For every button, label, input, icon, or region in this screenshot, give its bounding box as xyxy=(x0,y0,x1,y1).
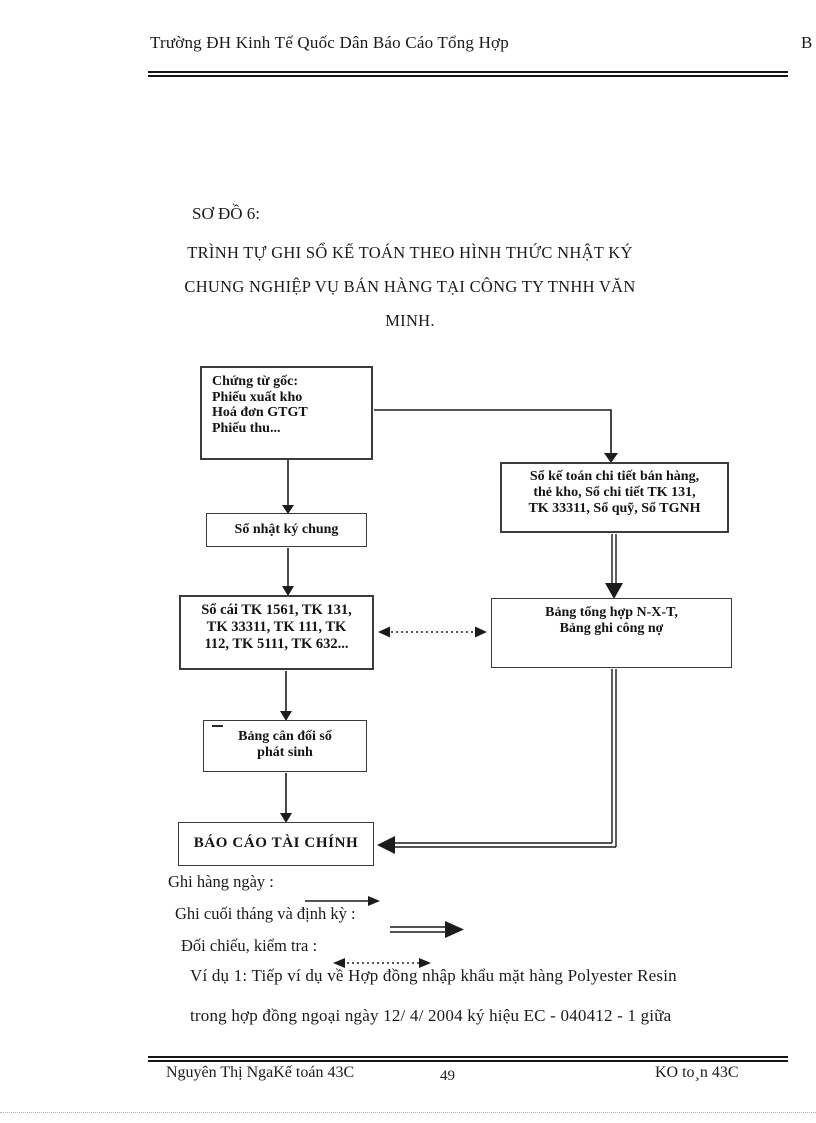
arrow-candoi-to-baocao xyxy=(280,773,292,823)
diagram-title-line2: CHUNG NGHIỆP VỤ BÁN HÀNG TẠI CÔNG TY TNH… xyxy=(184,277,636,296)
bottom-dotted-separator xyxy=(0,1112,816,1113)
footer-rule xyxy=(148,1056,788,1062)
box-line: thẻ kho, Sổ chi tiết TK 131, xyxy=(533,485,696,500)
body-paragraph-line2: trong hợp đồng ngoại ngày 12/ 4/ 2004 ký… xyxy=(190,1006,672,1025)
header-title: Trường ĐH Kinh Tế Quốc Dân Báo Cáo Tổng … xyxy=(150,33,509,52)
arrow-chungtu-to-nhatky xyxy=(282,460,294,514)
arrow-socai-tonghop-dotted xyxy=(378,626,487,638)
footer-author: Nguyên Thị NgaKế toán 43C xyxy=(166,1064,355,1081)
box-line: phát sinh xyxy=(257,745,313,760)
diagram-title-line1: TRÌNH TỰ GHI SỔ KẾ TOÁN THEO HÌNH THỨC N… xyxy=(187,243,633,262)
box-line: Chứng từ gốc: xyxy=(212,374,299,389)
diagram-title-line3: MINH. xyxy=(385,311,435,330)
box-financial-statements: BÁO CÁO TÀI CHÍNH xyxy=(178,822,374,866)
arrow-socai-to-candoi xyxy=(280,671,292,721)
page-number: 49 xyxy=(440,1068,455,1084)
header-right-fragment: B xyxy=(801,33,813,52)
diagram-number-label: SƠ ĐỒ 6: xyxy=(192,204,261,223)
arrow-chitiet-to-tonghop-double xyxy=(605,534,623,599)
stray-dash-mark xyxy=(212,725,223,727)
arrow-tonghop-to-baocao-double xyxy=(377,669,617,854)
legend-arrow-monthly xyxy=(390,921,464,938)
box-line: TK 33311, Sổ quỹ, Sổ TGNH xyxy=(528,501,701,516)
box-summary-table: Bảng tổng hợp N-X-T, Bảng ghi công nợ xyxy=(491,598,732,668)
arrow-nhatky-to-socai xyxy=(282,548,294,596)
legend-daily-label: Ghi hàng ngày : xyxy=(168,872,274,891)
footer-class: KO to¸n 43C xyxy=(655,1064,739,1081)
box-line: Bảng cân đối số xyxy=(238,729,332,744)
box-line: Bảng ghi công nợ xyxy=(559,621,664,636)
legend-monthly-label: Ghi cuối tháng và định kỳ : xyxy=(175,904,356,923)
box-trial-balance: Bảng cân đối số phát sinh xyxy=(203,720,367,772)
box-line: 112, TK 5111, TK 632... xyxy=(204,636,349,652)
box-line: Bảng tổng hợp N-X-T, xyxy=(545,605,678,620)
box-source-documents: Chứng từ gốc: Phiếu xuất kho Hoá đơn GTG… xyxy=(200,366,373,460)
box-line: Sổ kế toán chi tiết bán hàng, xyxy=(529,469,700,484)
diagram-title: TRÌNH TỰ GHI SỔ KẾ TOÁN THEO HÌNH THỨC N… xyxy=(150,236,670,338)
legend-check-label: Đối chiếu, kiểm tra : xyxy=(181,936,318,955)
box-detail-ledgers: Sổ kế toán chi tiết bán hàng, thẻ kho, S… xyxy=(500,462,729,533)
box-line: Hoá đơn GTGT xyxy=(212,405,308,420)
box-line: Phiếu thu... xyxy=(212,420,281,436)
box-general-ledger: Sổ cái TK 1561, TK 131, TK 33311, TK 111… xyxy=(179,595,374,670)
box-line: Phiếu xuất kho xyxy=(212,389,303,405)
box-line: TK 33311, TK 111, TK xyxy=(206,619,347,635)
header-rule xyxy=(148,71,788,77)
body-paragraph-line1: Ví dụ 1: Tiếp ví dụ về Hợp đồng nhập khẩ… xyxy=(190,966,677,985)
arrow-chungtu-to-chitiet xyxy=(374,409,618,463)
box-line: Sổ cái TK 1561, TK 131, xyxy=(201,602,352,618)
box-general-journal: Sổ nhật ký chung xyxy=(206,513,367,547)
